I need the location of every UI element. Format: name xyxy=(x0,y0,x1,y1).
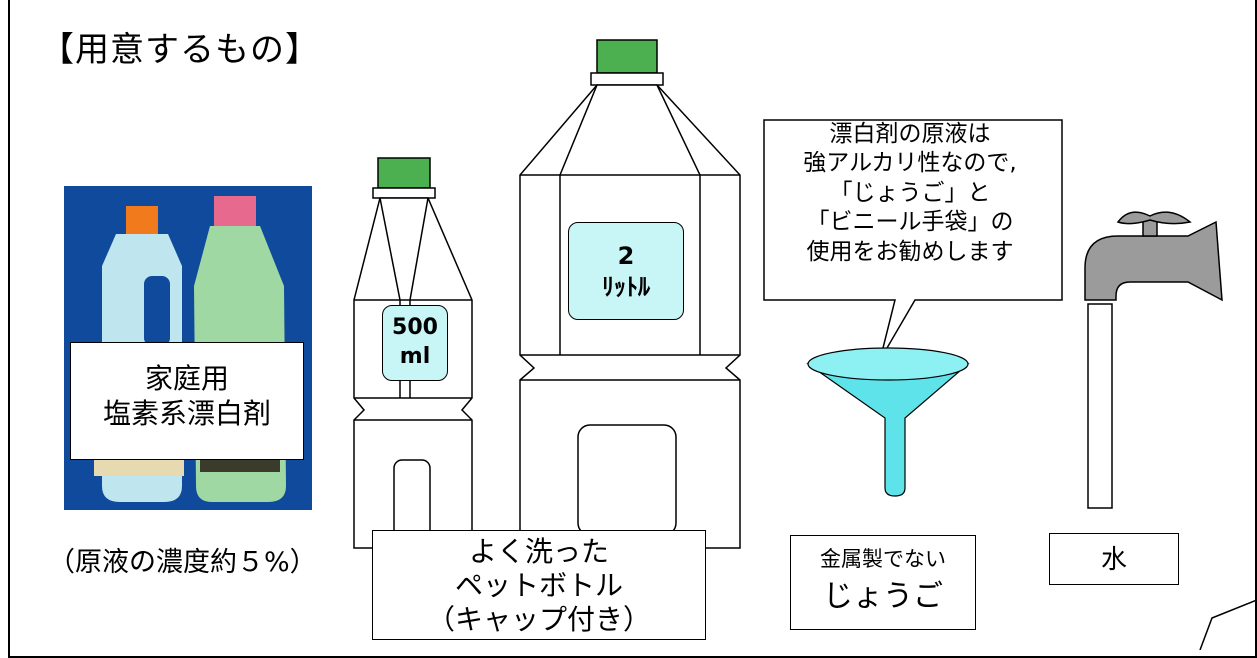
large-bottle-tag: 2 ﾘｯﾄﾙ xyxy=(568,222,684,320)
label-strip xyxy=(94,456,184,476)
funnel-icon xyxy=(806,347,970,497)
callout-line3: 「じょうご」と xyxy=(829,179,991,206)
pink-cap xyxy=(214,196,256,226)
large-bottle-unit: ﾘｯﾄﾙ xyxy=(602,273,650,302)
large-bottle-volume: 2 xyxy=(617,242,635,270)
orange-cap xyxy=(126,206,158,234)
page-title: 【用意するもの】 xyxy=(40,30,320,70)
faucet-icon xyxy=(1084,211,1223,509)
bottle-label-line2: ペットボトル xyxy=(454,569,623,603)
bleach-label: 家庭用 塩素系漂白剤 xyxy=(70,342,304,460)
callout-text: 漂白剤の原液は 強アルカリ性なので, 「じょうご」と 「ビニール手袋」の 使用を… xyxy=(760,120,1060,267)
funnel-label: 金属製でない じょうご xyxy=(790,535,976,630)
callout-line2: 強アルカリ性なので, xyxy=(803,150,1017,177)
bottle-label: よく洗った ペットボトル （キャップ付き） xyxy=(372,530,706,640)
page-curl xyxy=(1199,599,1257,650)
callout-line1: 漂白剤の原液は xyxy=(829,121,991,147)
bleach-label-line2: 塩素系漂白剤 xyxy=(102,397,271,430)
large-bottle-cap-icon xyxy=(596,39,658,74)
concentration-note: （原液の濃度約５%） xyxy=(48,547,317,578)
bottle-handle xyxy=(144,276,170,346)
callout-bubble xyxy=(763,119,1063,361)
small-bottle-tag: 500 ml xyxy=(382,305,448,381)
bleach-label-line1: 家庭用 xyxy=(144,362,229,395)
callout-line5: 使用をお勧めします xyxy=(806,238,1014,265)
bottle-label-line1: よく洗った xyxy=(468,535,609,568)
small-bottle-unit: ml xyxy=(399,343,431,369)
water-label: 水 xyxy=(1049,533,1179,585)
funnel-label-line1: 金属製でない xyxy=(820,547,946,571)
funnel-label-line2: じょうご xyxy=(823,579,943,615)
callout-line4: 「ビニール手袋」の xyxy=(806,209,1014,236)
small-bottle-cap-icon xyxy=(377,157,431,189)
small-bottle-volume: 500 xyxy=(392,315,438,340)
bottle-label-line3: （キャップ付き） xyxy=(426,603,651,637)
